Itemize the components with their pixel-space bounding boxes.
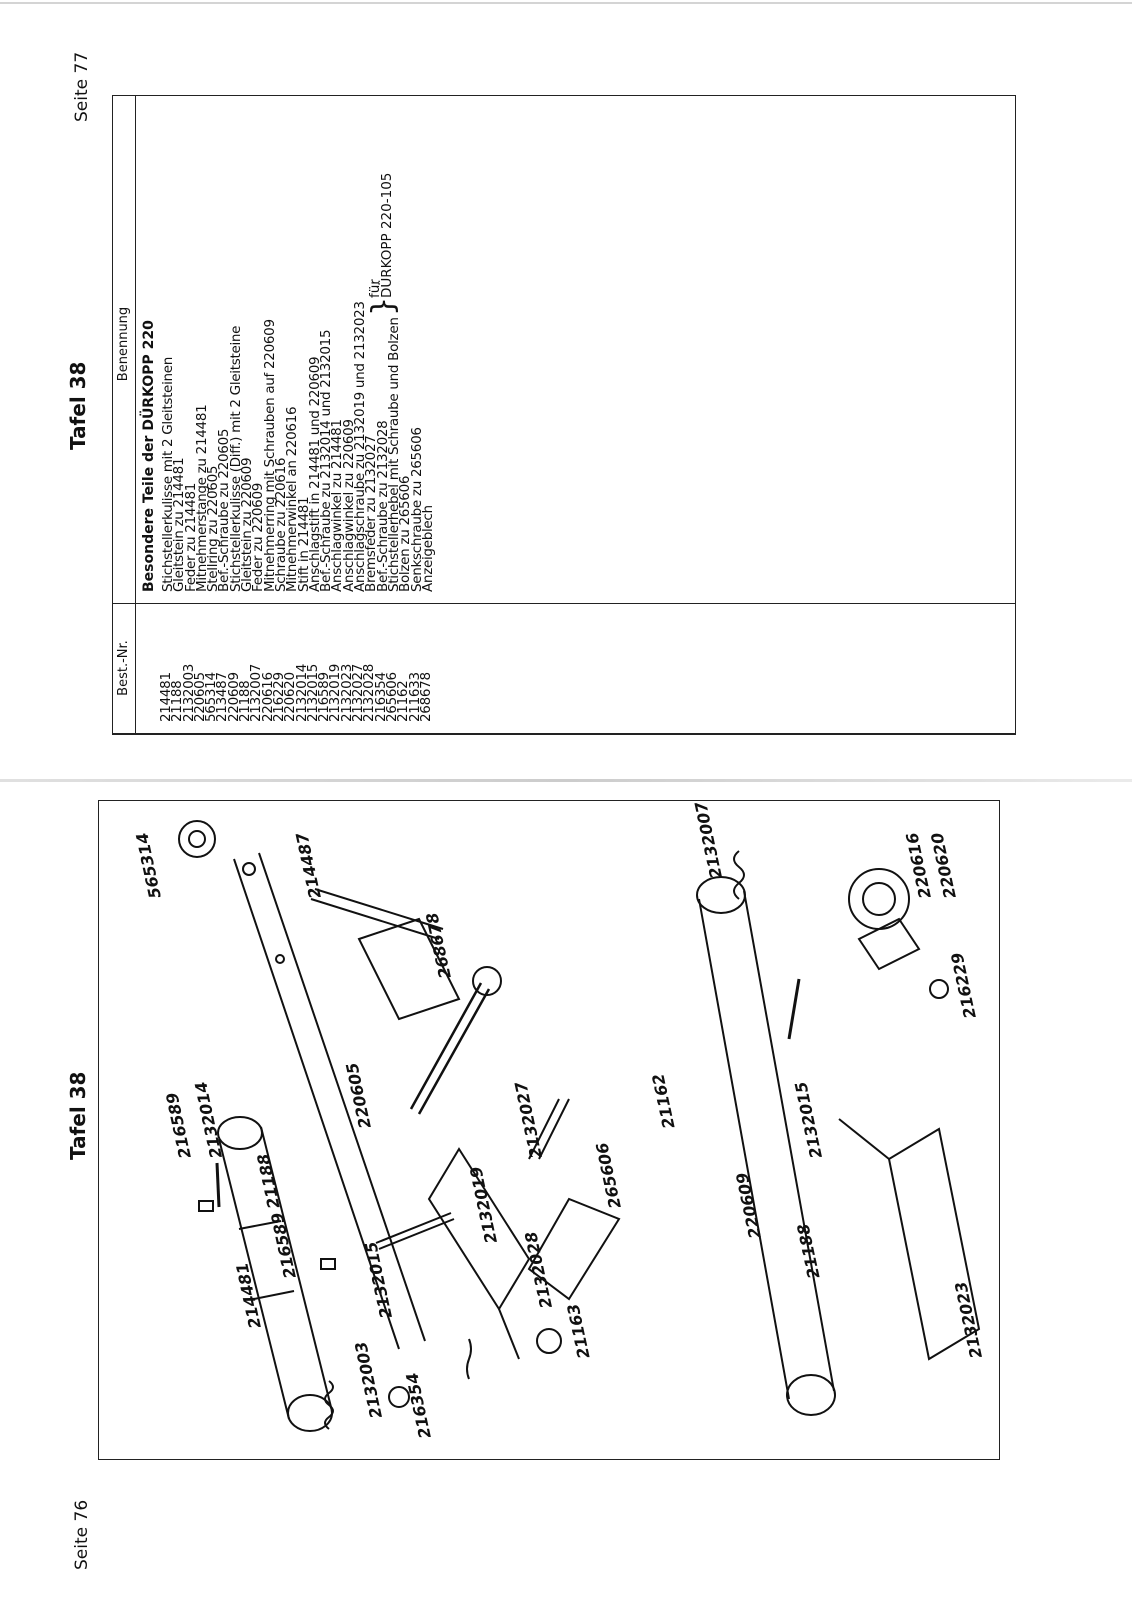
spring-2132028	[466, 1338, 472, 1380]
bolt-21162	[528, 1098, 570, 1160]
left-page-title: Tafel 38	[66, 1071, 90, 1160]
screw-216589-b	[320, 1258, 336, 1270]
exploded-parts-drawing: 214481 216589 2132014 565314 214487 2118…	[98, 800, 1000, 1460]
left-page-label: Seite 76	[72, 1499, 92, 1570]
page-fold-line	[0, 779, 1132, 782]
parts-line-art	[178, 820, 981, 1432]
part-number-column: 214481 21188 2132003 220605 565314 21348…	[158, 664, 434, 722]
column-header-benennung: Benennung	[116, 306, 131, 382]
rod-220605	[233, 852, 426, 1350]
right-page-title: Tafel 38	[66, 361, 90, 450]
part-number: 268678	[417, 672, 434, 722]
bracket-268678	[357, 917, 461, 1021]
column-header-best-nr: Best.-Nr.	[116, 640, 131, 696]
part-description: Anzeigeblech	[419, 505, 436, 592]
screw-2132015	[375, 1212, 455, 1250]
brace-symbol: }	[366, 296, 401, 316]
screw-21163	[536, 1328, 562, 1354]
section-heading: Besondere Teile der DÜRKOPP 220	[141, 320, 157, 592]
screw-216354	[388, 1386, 410, 1408]
angle-2132023	[887, 1127, 981, 1361]
right-page-label: Seite 77	[72, 51, 92, 122]
model-note: für DÜRKOPP 220-105	[367, 172, 395, 298]
spring-2132003	[324, 1380, 334, 1430]
note-model: DÜRKOPP 220-105	[379, 172, 395, 298]
angle-220620	[857, 917, 921, 971]
screw-216229	[929, 979, 949, 999]
scan-edge-line	[0, 2, 1132, 4]
parts-table: Best.-Nr. Benennung 214481 21188 2132003…	[112, 95, 1016, 735]
pin-2132014	[215, 1162, 221, 1208]
angle-2132019	[427, 1147, 531, 1311]
screw-216589	[198, 1200, 214, 1212]
shaft-220609-end	[786, 1374, 836, 1416]
shaft-220609-body	[698, 890, 835, 1400]
part-description: Stichstellerhebel mit Schraube und Bolze…	[385, 317, 402, 592]
lever-265606	[527, 1197, 621, 1301]
screw-2132027	[409, 982, 491, 1115]
shaft-214481-end-right	[217, 1116, 263, 1150]
pin-2132015-b	[787, 978, 801, 1040]
ring-565314	[178, 820, 216, 858]
spring-2132007	[733, 850, 745, 900]
shaft-214481-body	[218, 1126, 332, 1420]
